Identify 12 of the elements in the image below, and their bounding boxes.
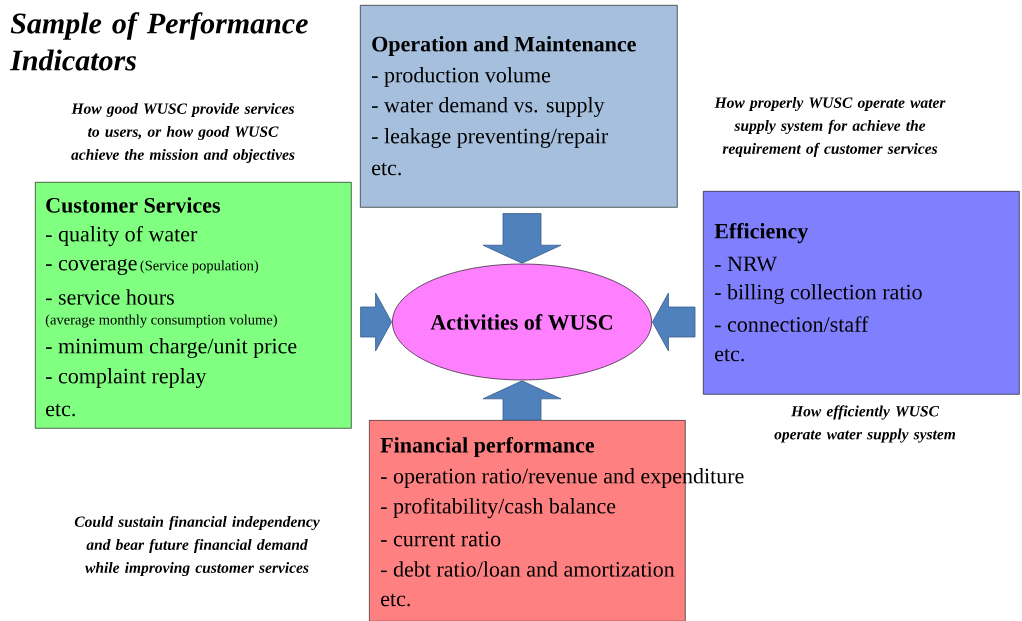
title: Sample of Performance Indicators (9, 12, 308, 71)
node-label: How properly WUSC operate water supply system for achieve the requirement of customer services (714, 96, 946, 157)
block-arrow (482, 213, 562, 264)
node-label: How efficiently WUSC operate water supply system (774, 405, 956, 443)
node-label: How good WUSC provide services to users, or how good WUSC achieve the mission and objectives (71, 102, 295, 163)
indicator-box: Efficiency - NRW - billing collection ratio - connection/staff etc. (703, 191, 1020, 395)
block-arrow (482, 380, 562, 421)
indicator-box: Operation and Maintenance - production volume - water demand vs. supply - leakage preventing/repair etc. (360, 5, 678, 208)
block-arrow (360, 292, 392, 352)
block-arrow (652, 292, 696, 352)
indicator-box: Customer Services - quality of water - coverage (Service population) - service hours (average monthly consumption volume) - minimum charge/unit price - complaint replay etc. (35, 182, 352, 429)
node-label: Could sustain financial independency and bear future financial demand while improving customer services (74, 515, 320, 577)
